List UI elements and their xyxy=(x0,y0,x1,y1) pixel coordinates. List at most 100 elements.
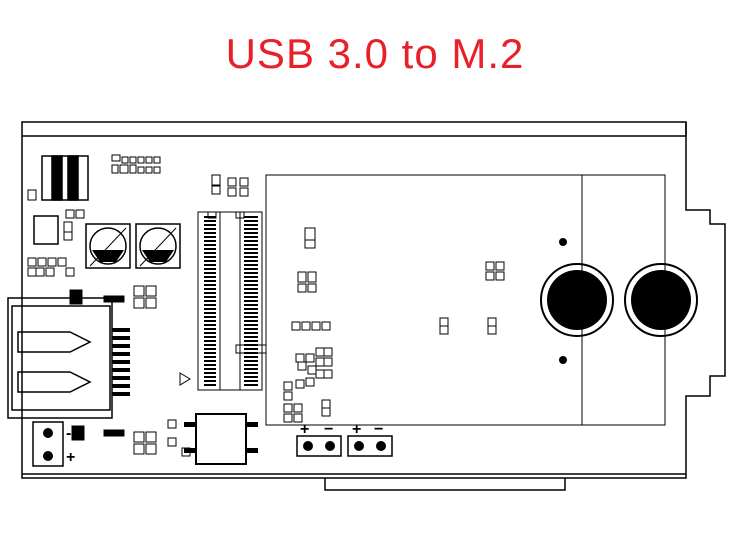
m2-pin xyxy=(244,280,258,282)
led2-plus-label: + xyxy=(352,421,361,438)
m2-pin xyxy=(204,268,216,270)
m2-pin xyxy=(244,352,258,354)
smd-part xyxy=(321,407,331,417)
m2-pin xyxy=(244,244,258,246)
smd-part xyxy=(137,166,145,174)
smd-part xyxy=(153,156,161,164)
smd-part xyxy=(485,271,495,281)
enclosure-bottom-lip xyxy=(324,478,566,491)
usb-finger xyxy=(112,344,130,348)
smd-part xyxy=(227,177,237,187)
m2-pin xyxy=(204,272,216,274)
smd-part xyxy=(239,177,249,187)
m2-pin xyxy=(244,348,258,350)
smd-part xyxy=(307,271,317,283)
smd-part xyxy=(291,321,301,331)
smd-chip xyxy=(103,295,125,303)
power-pin-1 xyxy=(43,428,53,438)
smd-part xyxy=(305,353,315,363)
m2-pin xyxy=(204,340,216,342)
smd-part xyxy=(315,347,325,357)
m2-pin xyxy=(244,248,258,250)
smd-part xyxy=(133,431,145,443)
smd-part xyxy=(145,166,153,174)
smd-part xyxy=(211,185,221,195)
m2-pin xyxy=(204,296,216,298)
smd-part xyxy=(295,353,305,363)
m2-pin xyxy=(204,364,216,366)
smd-part xyxy=(45,267,55,277)
mount-hole-bottom xyxy=(559,356,567,364)
m2-pin xyxy=(204,384,216,386)
smd-part xyxy=(323,369,333,379)
m2-pin xyxy=(204,224,216,226)
m2-pin xyxy=(204,320,216,322)
smd-part xyxy=(304,227,316,241)
smd-part xyxy=(65,267,75,277)
m2-pin xyxy=(204,216,216,218)
smd-part xyxy=(207,211,217,219)
m2-pins-right xyxy=(244,216,258,386)
smd-part xyxy=(293,403,303,413)
smd-part xyxy=(63,231,73,241)
usb-finger xyxy=(112,328,130,332)
smd-chip xyxy=(71,425,85,441)
smd-part xyxy=(57,257,67,267)
usb-finger xyxy=(112,384,130,388)
m2-pin xyxy=(244,304,258,306)
m2-pin xyxy=(244,220,258,222)
smd-part xyxy=(487,317,497,327)
power-connector xyxy=(32,421,64,467)
standoff-right xyxy=(624,263,698,337)
m2-pin xyxy=(244,356,258,358)
smd-part xyxy=(167,419,177,429)
m2-pin xyxy=(204,232,216,234)
smd-part xyxy=(283,391,293,401)
m2-pin xyxy=(204,328,216,330)
led-header-1 xyxy=(296,435,342,457)
m2-pin xyxy=(244,328,258,330)
smd-part xyxy=(111,164,119,174)
m2-pin xyxy=(244,284,258,286)
power-pin-2 xyxy=(43,451,53,461)
m2-pin xyxy=(244,316,258,318)
m2-pin xyxy=(204,256,216,258)
smd-part xyxy=(27,267,37,277)
m2-pin xyxy=(204,220,216,222)
smd-part xyxy=(323,357,333,367)
smd-part xyxy=(239,187,249,197)
m2-pin xyxy=(244,360,258,362)
m2-pin xyxy=(204,372,216,374)
m2-pin xyxy=(204,376,216,378)
m2-pin xyxy=(204,228,216,230)
smd-part xyxy=(111,154,121,162)
smd-part xyxy=(47,257,57,267)
usb-finger xyxy=(112,336,130,340)
usb-finger xyxy=(112,368,130,372)
m2-pin xyxy=(244,268,258,270)
m2-pin xyxy=(244,240,258,242)
led2-minus-label: − xyxy=(374,421,383,438)
smd-part xyxy=(145,156,153,164)
m2-pin xyxy=(244,372,258,374)
smd-part xyxy=(283,413,293,423)
power-minus-label: - xyxy=(66,425,71,442)
smd-part xyxy=(307,365,317,375)
usb-finger xyxy=(112,392,130,396)
m2-pin xyxy=(204,356,216,358)
smd-part xyxy=(137,156,145,164)
capacitor-2 xyxy=(135,223,181,269)
smd-part xyxy=(153,166,161,174)
m2-pin xyxy=(204,264,216,266)
smd-part xyxy=(283,381,293,391)
m2-pin xyxy=(244,228,258,230)
smd-part xyxy=(227,187,237,197)
m2-pin xyxy=(244,260,258,262)
led1-plus-label: + xyxy=(300,421,309,438)
usb-finger xyxy=(112,376,130,380)
smd-part xyxy=(439,325,449,335)
smd-part xyxy=(235,211,245,219)
smd-part xyxy=(145,285,157,297)
capacitor-1 xyxy=(85,223,131,269)
m2-pin xyxy=(244,320,258,322)
